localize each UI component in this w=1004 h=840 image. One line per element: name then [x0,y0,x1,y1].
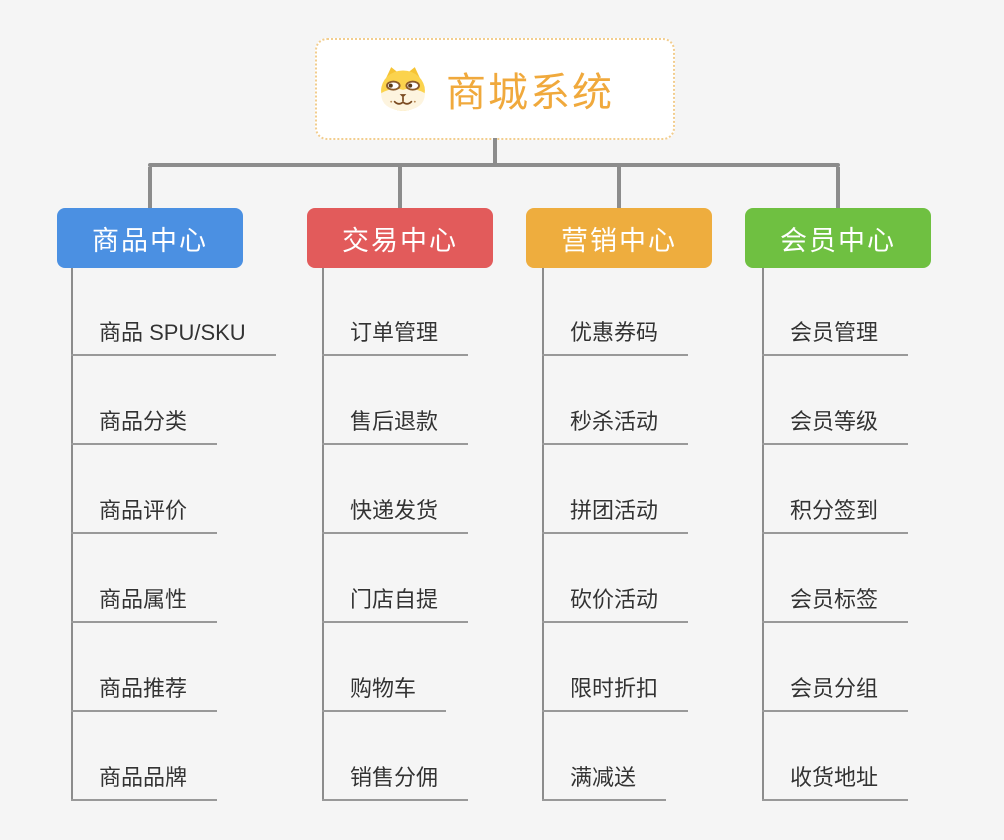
leaf-node[interactable]: 商品评价 [71,498,218,534]
leaf-node[interactable]: 秒杀活动 [542,409,689,445]
leaf-node[interactable]: 砍价活动 [542,587,689,623]
leaf-node[interactable]: 会员管理 [762,320,909,356]
leaf-node[interactable]: 拼团活动 [542,498,689,534]
connector-column-line [322,268,324,801]
leaf-node[interactable]: 收货地址 [762,765,909,801]
leaf-node[interactable]: 门店自提 [322,587,469,623]
connector-column-line [542,268,544,801]
leaf-node[interactable]: 购物车 [322,676,447,712]
leaf-node[interactable]: 商品品牌 [71,765,218,801]
leaf-node[interactable]: 优惠券码 [542,320,689,356]
leaf-node[interactable]: 限时折扣 [542,676,689,712]
root-title: 商城系统 [446,71,614,115]
leaf-node[interactable]: 商品推荐 [71,676,218,712]
branch-node-product-center[interactable]: 商品中心 [57,208,243,268]
leaf-node[interactable]: 快递发货 [322,498,469,534]
leaf-node[interactable]: 积分签到 [762,498,909,534]
connector-branch-stub [617,167,621,208]
connector-column-line [71,268,73,801]
dog-face-icon [381,67,425,111]
leaf-node[interactable]: 售后退款 [322,409,469,445]
connector-bus [148,163,840,167]
leaf-node[interactable]: 满减送 [542,765,667,801]
leaf-node[interactable]: 会员分组 [762,676,909,712]
connector-branch-stub [836,167,840,208]
leaf-node[interactable]: 会员等级 [762,409,909,445]
leaf-node[interactable]: 商品 SPU/SKU [71,320,276,356]
leaf-node[interactable]: 订单管理 [322,320,469,356]
root-node[interactable]: 商城系统 [315,38,675,140]
leaf-node[interactable]: 销售分佣 [322,765,469,801]
connector-column-line [762,268,764,801]
branch-node-trade-center[interactable]: 交易中心 [307,208,493,268]
branch-node-member-center[interactable]: 会员中心 [745,208,931,268]
branch-node-marketing-center[interactable]: 营销中心 [526,208,712,268]
connector-branch-stub [148,167,152,208]
leaf-node[interactable]: 商品属性 [71,587,218,623]
leaf-node[interactable]: 会员标签 [762,587,909,623]
connector-root-stub [493,138,497,167]
leaf-node[interactable]: 商品分类 [71,409,218,445]
connector-branch-stub [398,167,402,208]
